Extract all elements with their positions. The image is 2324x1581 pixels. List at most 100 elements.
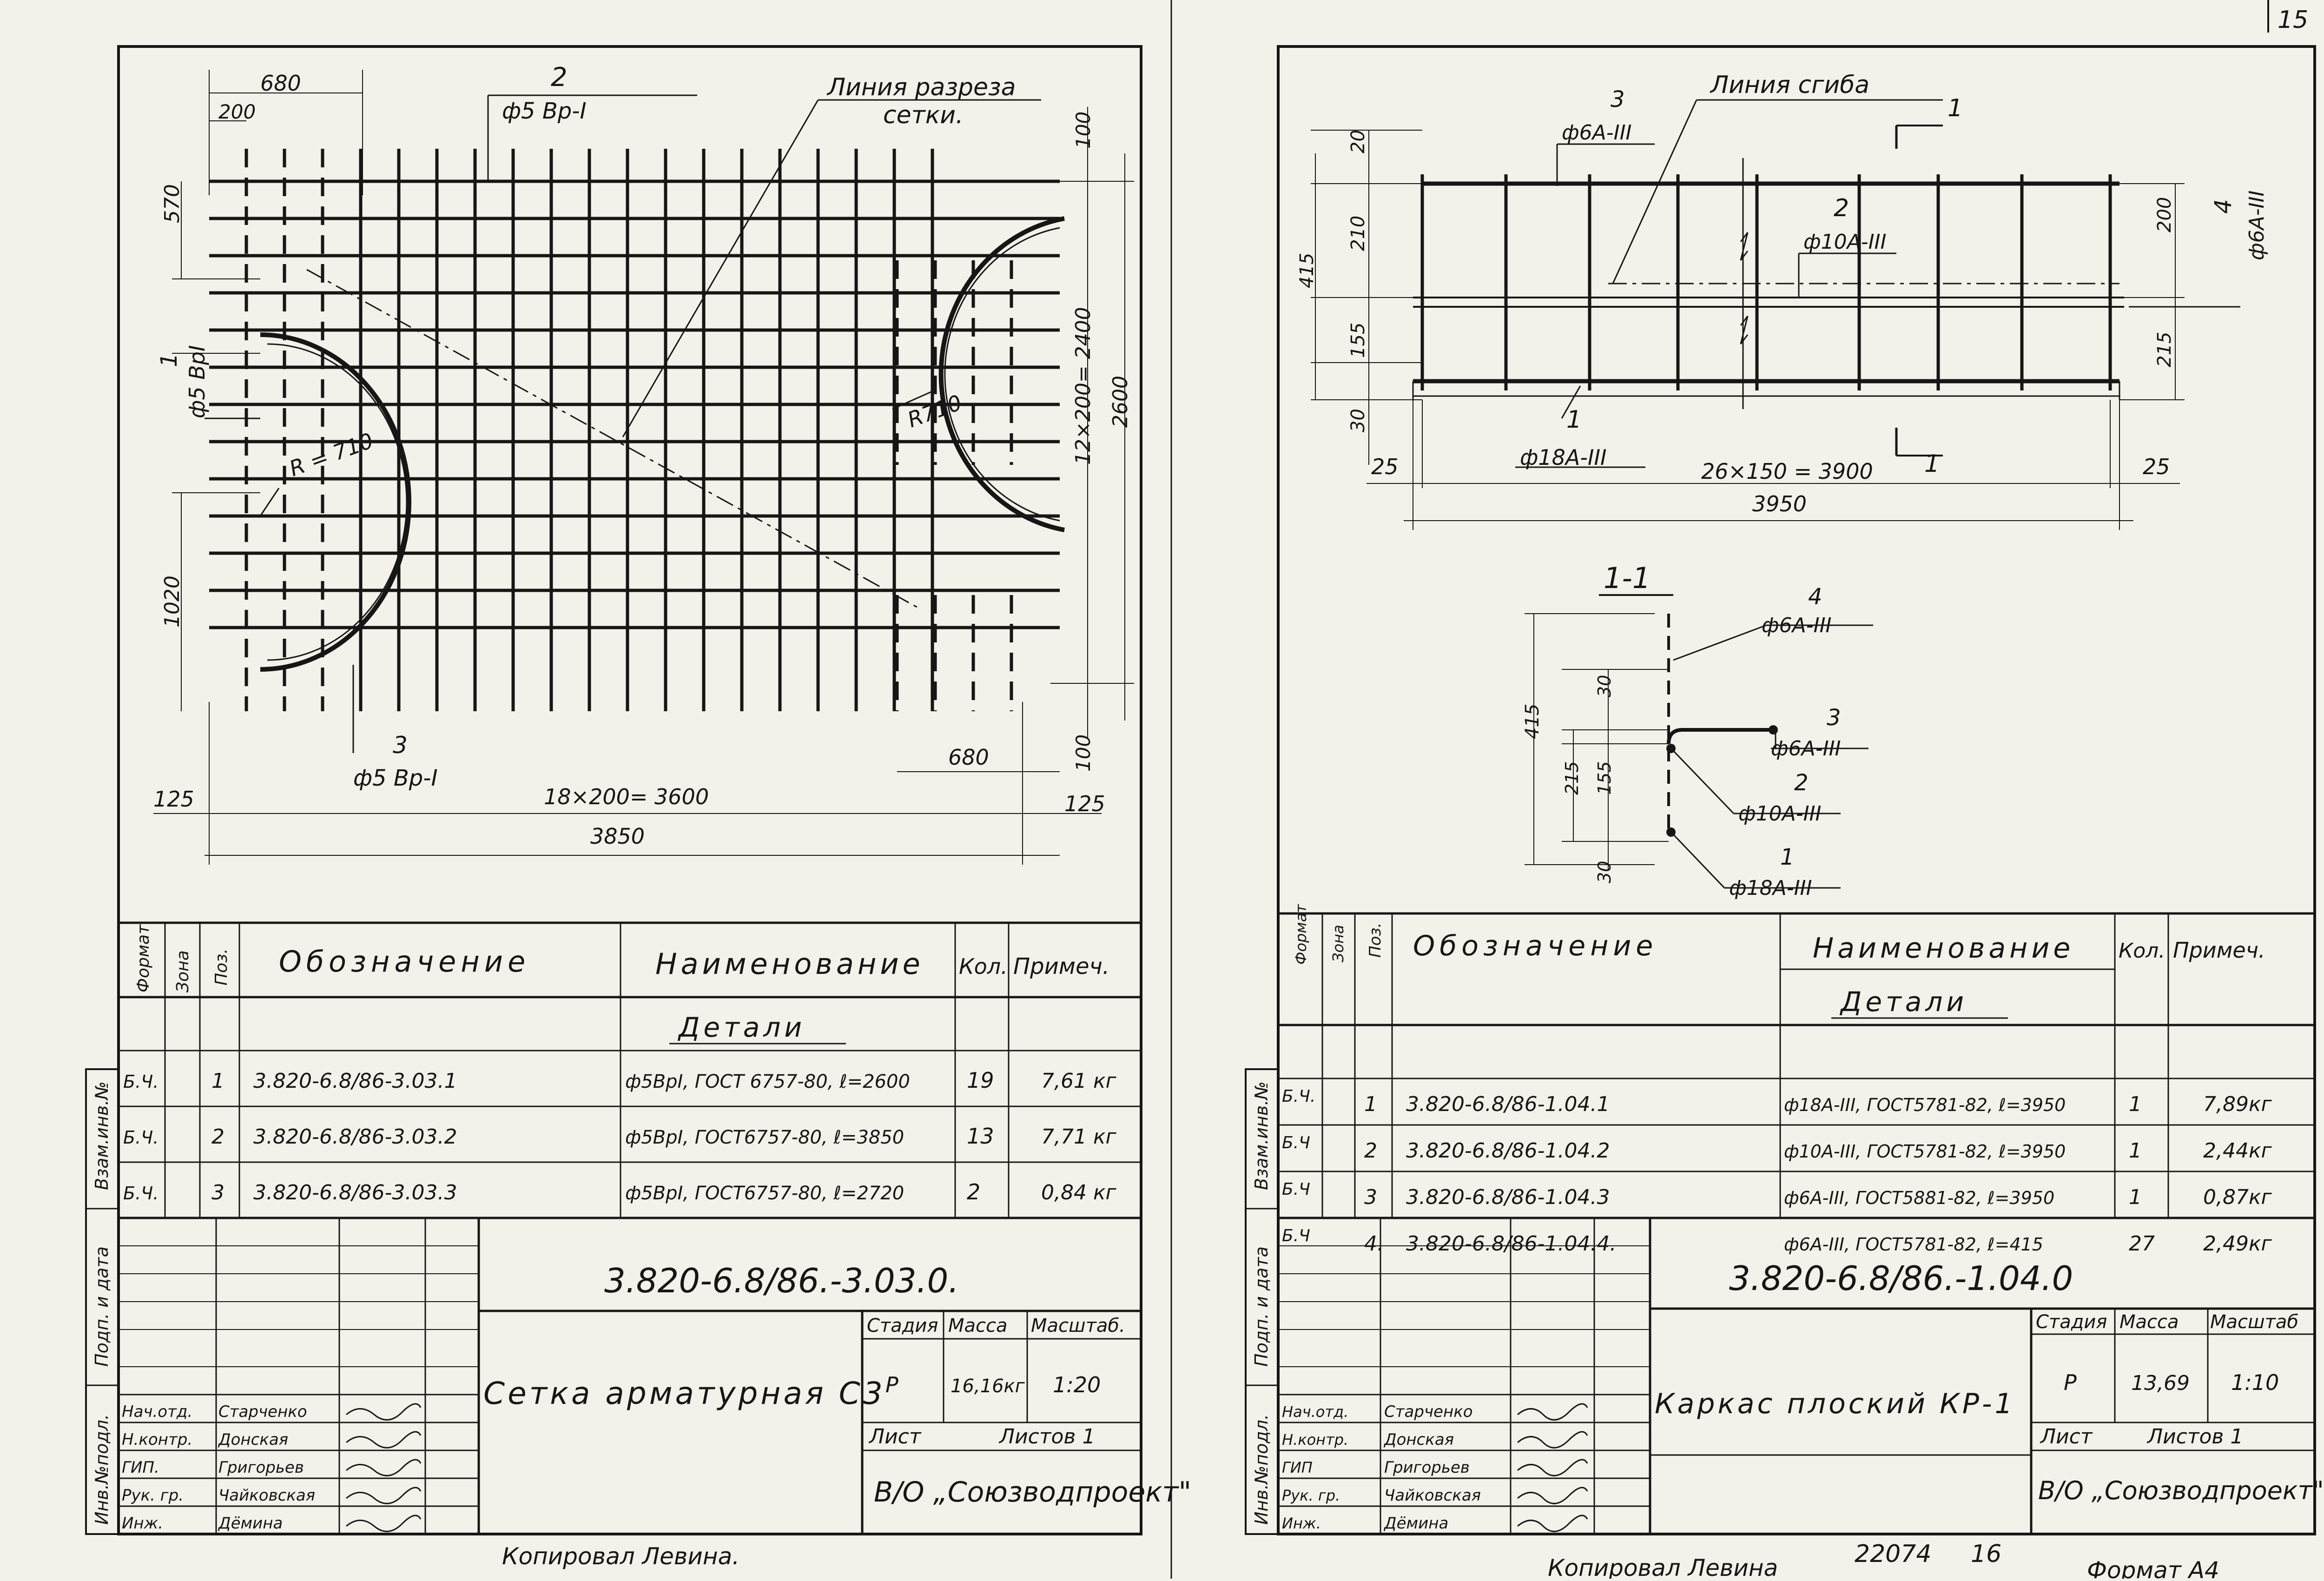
rebar-arc-right	[938, 216, 1065, 532]
side-label-sign-r: Подп. и дата	[1251, 1246, 1272, 1367]
frame-drawing	[1311, 99, 2240, 530]
mesh-drawing	[153, 70, 1134, 865]
sec-bar-3	[1769, 725, 1778, 734]
dim-1020: 1020	[160, 576, 184, 628]
rrow-2-note: 2,44кг	[2203, 1139, 2272, 1163]
dim-30: 30	[1347, 409, 1369, 432]
sec-n4: 4	[1808, 584, 1822, 610]
dim-415: 415	[1296, 253, 1318, 288]
rebar-arc-right-inner	[944, 227, 1060, 522]
dim-200: 200	[2154, 197, 2175, 232]
rsignature-5	[1517, 1515, 1588, 1532]
sheet-label: Лист	[868, 1425, 922, 1449]
org-name-r: В/О „Союзводпроект"	[2038, 1476, 2324, 1505]
signature-2	[346, 1431, 422, 1449]
row-2-name: ф5ВрI, ГОСТ6757-80, ℓ=3850	[625, 1127, 904, 1148]
rrow-1-format: Б.Ч.	[1282, 1087, 1315, 1106]
sec-d30-bottom: 30	[1594, 861, 1615, 883]
radius-right: R710	[904, 390, 965, 433]
hdr-name-r: Наименование	[1813, 932, 2074, 965]
p1-rebar: ф18А-III	[1520, 445, 1607, 470]
sec-r2: ф10А-III	[1738, 802, 1822, 826]
rrow-3-pos: 3	[1364, 1185, 1377, 1209]
spec-table-right: Формат Зона Поз. Обозначение Наименовани…	[1278, 904, 2315, 1256]
break-mark-top	[1740, 232, 1749, 261]
side-label-inv: Инв.№подл.	[92, 1414, 112, 1525]
signature-5	[346, 1515, 422, 1532]
name-1: Старченко	[218, 1402, 307, 1421]
label-bend-line: Линия сгиба	[1710, 71, 1869, 99]
hdr-format-r: Формат	[1292, 904, 1310, 965]
sec-n1: 1	[1780, 844, 1795, 870]
dim-3600: 18×200= 3600	[544, 784, 709, 809]
dim-2400: 12×200= 2400	[1071, 307, 1095, 465]
pos3-rebar: ф5 Вр-I	[353, 765, 438, 791]
dim-3900: 26×150 = 3900	[1701, 459, 1873, 484]
pos2-rebar: ф5 Вр-I	[502, 98, 587, 124]
sec-leader-4	[1673, 624, 1767, 661]
sheet-label-r: Лист	[2040, 1425, 2093, 1449]
row-2-note: 7,71 кг	[1041, 1125, 1117, 1149]
rsignature-4	[1517, 1487, 1588, 1504]
dim-155: 155	[1347, 323, 1369, 358]
mass-value-r: 13,69	[2131, 1371, 2190, 1395]
rrow-3-name: ф6А-III, ГОСТ5881-82, ℓ=3950	[1784, 1188, 2054, 1208]
p2-rebar: ф10А-III	[1803, 230, 1887, 254]
mass-label: Масса	[948, 1315, 1008, 1336]
row-1-code: 3.820-6.8/86-3.03.1	[253, 1069, 457, 1093]
rebar-arc-left-inner	[267, 343, 408, 661]
hdr-zone: Зона	[173, 950, 192, 992]
dim-20: 20	[1347, 130, 1369, 153]
rrow-2-code: 3.820-6.8/86-1.04.2	[1406, 1139, 1610, 1163]
p1-number: 1	[1566, 406, 1582, 434]
break-mark-bottom	[1740, 316, 1749, 344]
org-name: В/О „Союзводпроект"	[874, 1476, 1191, 1508]
dim-210: 210	[1347, 216, 1369, 251]
sheets-label-r: Листов 1	[2146, 1425, 2243, 1449]
label-cut-line-2: сетки.	[883, 101, 964, 129]
side-label-sign: Подп. и дата	[92, 1246, 112, 1367]
p4-rebar: ф6А-III	[2245, 190, 2269, 260]
sec-hook-bar	[1667, 728, 1776, 744]
side-strip-left: Взам.инв.№ Подп. и дата Инв.№подл.	[85, 1068, 119, 1535]
rrow-4-qty: 27	[2129, 1232, 2155, 1256]
dim-215: 215	[2154, 332, 2175, 367]
sec-n2: 2	[1794, 770, 1809, 796]
title-block-right: 3.820-6.8/86.-1.04.0 Каркас плоский КР-1…	[1278, 1218, 2324, 1534]
dim-100-top-right: 100	[1072, 112, 1095, 149]
rrow-3-code: 3.820-6.8/86-1.04.3	[1406, 1185, 1610, 1209]
hdr-format: Формат	[134, 924, 153, 992]
cut-mark-top: 1	[1948, 94, 1963, 122]
doc-code-r: 3.820-6.8/86.-1.04.0	[1729, 1259, 2073, 1298]
rrow-1-qty: 1	[2129, 1092, 2142, 1116]
name-4: Чайковская	[218, 1486, 315, 1505]
rrow-3-qty: 1	[2129, 1185, 2142, 1209]
hdr-note: Примеч.	[1013, 953, 1109, 979]
row-3-name: ф5ВрI, ГОСТ6757-80, ℓ=2720	[625, 1183, 904, 1204]
rsignature-2	[1517, 1431, 1588, 1449]
name-2: Донская	[218, 1430, 288, 1449]
row-3-note: 0,84 кг	[1041, 1181, 1117, 1204]
rname-1: Старченко	[1384, 1402, 1473, 1421]
pos1-number: 1	[156, 353, 182, 367]
sheets-label: Листов 1	[998, 1425, 1095, 1449]
pos2-number: 2	[551, 62, 568, 93]
sec-leader-1	[1672, 833, 1725, 889]
dim-200-top: 200	[218, 100, 256, 123]
pos3-number: 3	[393, 732, 408, 759]
doc-code: 3.820-6.8/86.-3.03.0.	[604, 1261, 959, 1300]
rrow-2-name: ф10А-III, ГОСТ5781-82, ℓ=3950	[1784, 1141, 2066, 1162]
radius-left: R = 710	[286, 428, 376, 481]
row-1-name: ф5ВрI, ГОСТ 6757-80, ℓ=2600	[625, 1071, 910, 1092]
hdr-pos-r: Поз.	[1366, 923, 1385, 958]
p3-rebar: ф6А-III	[1562, 121, 1632, 145]
row-1-pos: 1	[211, 1069, 224, 1093]
dim-680-bottom: 680	[948, 745, 989, 770]
dim-570: 570	[160, 184, 184, 223]
rsignature-3	[1517, 1459, 1588, 1476]
format-label: Формат А4	[2087, 1557, 2219, 1579]
stage-value-r: Р	[2064, 1370, 2077, 1395]
left-sheet: Линия разреза сетки. 2 ф5 Вр-I 1 ф5 ВрI …	[85, 45, 1191, 1570]
cut-mark-bottom: 1	[1924, 450, 1940, 478]
